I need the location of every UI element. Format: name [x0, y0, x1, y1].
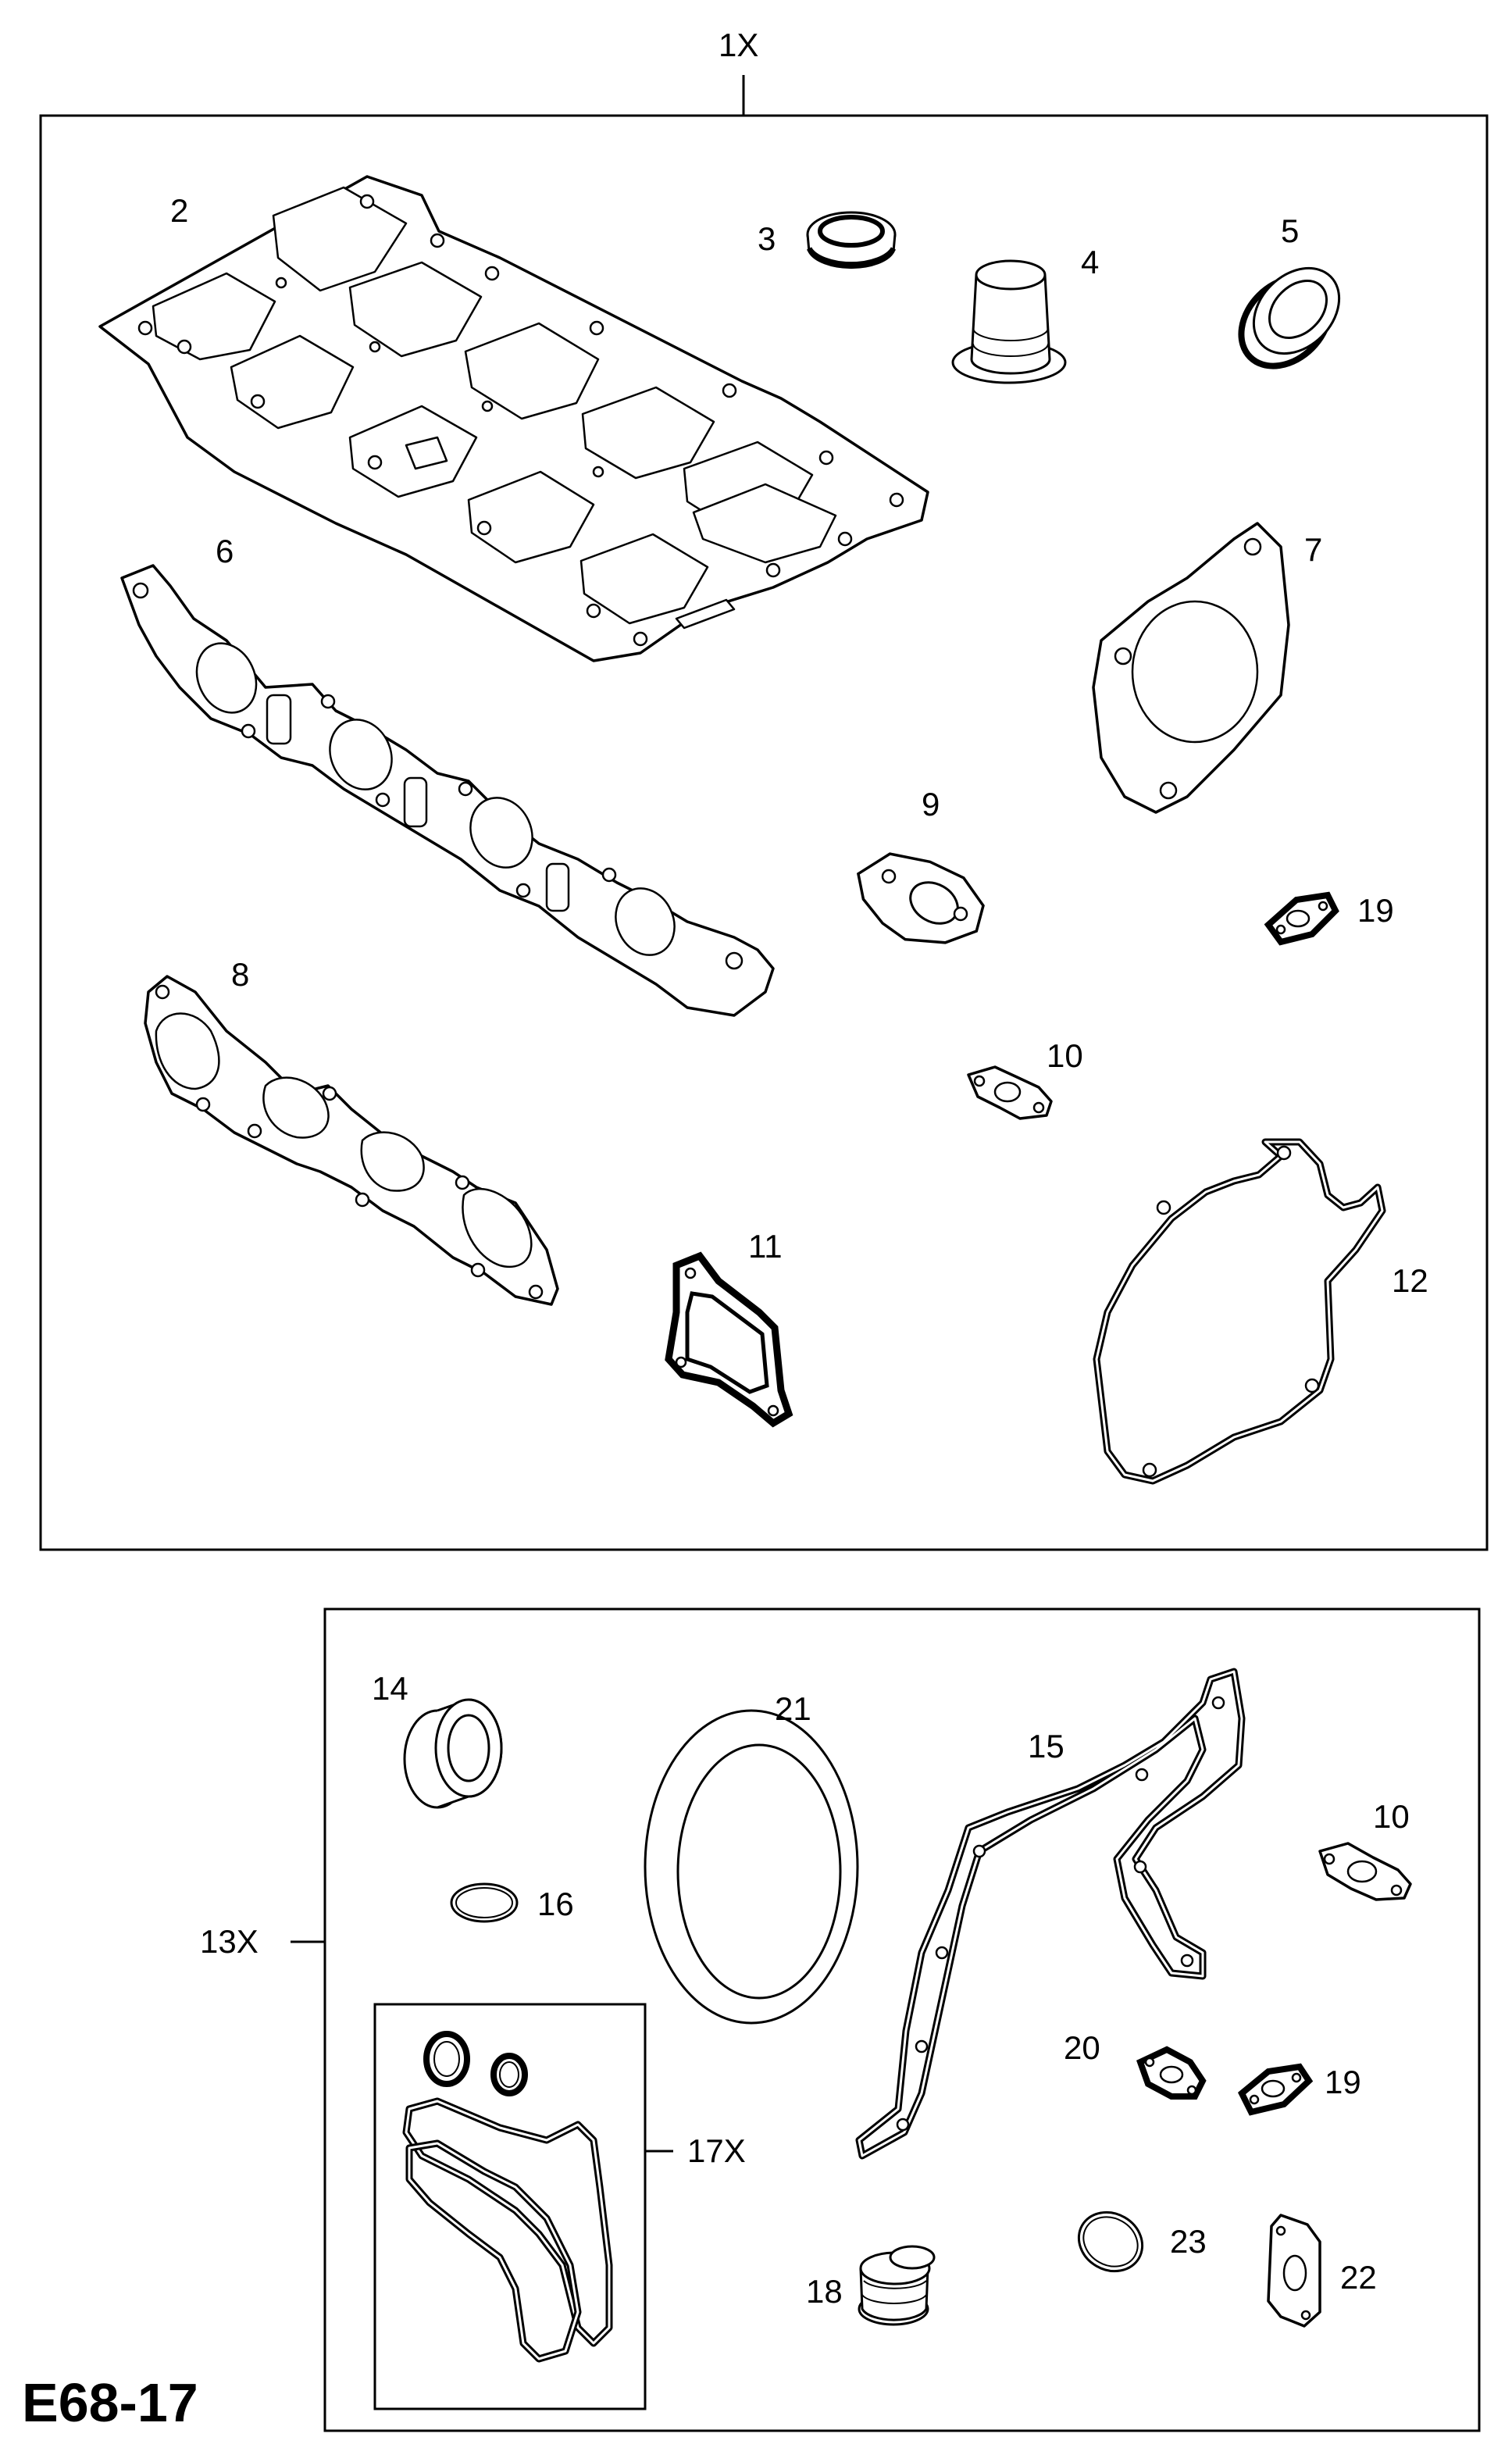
plug-seal: [858, 2245, 936, 2326]
timing-cover-gasket: [1093, 1138, 1386, 1485]
label-part-14: 14: [372, 1670, 408, 1707]
label-part-16: 16: [537, 1886, 574, 1922]
intake-manifold-gasket: [120, 564, 775, 1017]
label-part-6: 6: [216, 533, 234, 569]
upper-set-frame: [39, 114, 1489, 1551]
crankshaft-oil-seal: [403, 1698, 503, 1809]
label-part-18: 18: [806, 2273, 843, 2310]
o-ring-16: [450, 1882, 519, 1923]
label-part-23: 23: [1170, 2223, 1207, 2260]
label-part-22: 22: [1340, 2259, 1377, 2296]
label-part-2: 2: [170, 192, 188, 229]
label-part-11: 11: [748, 1228, 783, 1265]
label-part-15: 15: [1028, 1728, 1064, 1764]
sub-set-frame: [373, 2003, 647, 2410]
flange-gasket: [1092, 522, 1290, 814]
label-part-10-upper: 10: [1047, 1037, 1083, 1074]
label-part-5: 5: [1281, 212, 1299, 249]
oil-seal: [1238, 266, 1341, 369]
small-gasket-10-lower: [1318, 1842, 1412, 1901]
small-gasket-20: [1136, 2046, 1207, 2100]
small-gasket-10-upper: [967, 1065, 1053, 1120]
seal-ring: [806, 211, 897, 269]
small-gasket-19-lower: [1237, 2063, 1314, 2116]
label-part-3: 3: [758, 220, 776, 257]
label-part-19-lower: 19: [1325, 2064, 1361, 2100]
head-cover-gasket: [98, 175, 929, 662]
label-part-12: 12: [1392, 1262, 1428, 1299]
label-set-1x: 1X: [719, 27, 758, 63]
label-part-21: 21: [775, 1690, 811, 1727]
valve-stem-seal: [951, 259, 1067, 384]
rectangular-gasket: [665, 1251, 793, 1428]
label-part-7: 7: [1304, 531, 1322, 568]
label-part-9: 9: [922, 786, 940, 822]
label-part-4: 4: [1081, 244, 1099, 280]
large-ring-gasket: [644, 1709, 859, 2025]
label-part-20: 20: [1064, 2029, 1100, 2066]
label-set-17x: 17X: [687, 2132, 746, 2169]
lower-set-frame: [323, 1607, 1481, 2432]
label-part-10-lower: 10: [1373, 1798, 1410, 1835]
small-gasket-19-upper: [1264, 891, 1339, 946]
o-ring-23: [1077, 2210, 1144, 2273]
label-set-13x: 13X: [200, 1923, 259, 1960]
label-part-8: 8: [231, 956, 249, 993]
diagram-code: E68-17: [22, 2372, 198, 2433]
rear-cover-gasket: [855, 1668, 1246, 2160]
oil-cooler-gasket-set: [402, 2031, 613, 2363]
exhaust-manifold-gasket: [144, 975, 559, 1306]
small-flange-gasket: [856, 852, 985, 944]
label-part-19-upper: 19: [1357, 892, 1394, 929]
plate-gasket-22: [1267, 2214, 1321, 2328]
